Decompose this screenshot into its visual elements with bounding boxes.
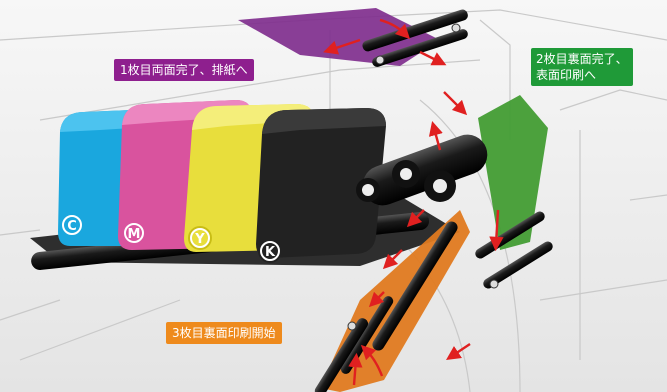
drum-rollers <box>356 134 488 206</box>
ink-letter-m: M <box>128 227 141 242</box>
ink-badge-y: Y <box>188 226 212 250</box>
toner-cartridge-k <box>256 108 386 258</box>
ink-badge-k: K <box>258 239 282 263</box>
flow-arrows <box>323 18 504 386</box>
ink-letter-c: C <box>67 219 77 234</box>
roller-top <box>362 9 468 67</box>
printer-housing <box>0 9 667 392</box>
ink-letter-y: Y <box>194 232 205 247</box>
ink-badge-m: M <box>122 221 146 245</box>
callout-sheet2: 2枚目裏面完了、 表面印刷へ <box>531 48 633 86</box>
callout-sheet3: 3枚目裏面印刷開始 <box>166 322 282 344</box>
callout-sheet1: 1枚目両面完了、排紙へ <box>114 59 254 81</box>
ink-letter-k: K <box>265 245 276 260</box>
callout-sheet2-line1: 2枚目裏面完了、 <box>536 52 628 66</box>
callout-sheet2-line2: 表面印刷へ <box>536 68 597 82</box>
sheet-green <box>478 95 548 250</box>
ink-badge-c: C <box>60 213 84 237</box>
